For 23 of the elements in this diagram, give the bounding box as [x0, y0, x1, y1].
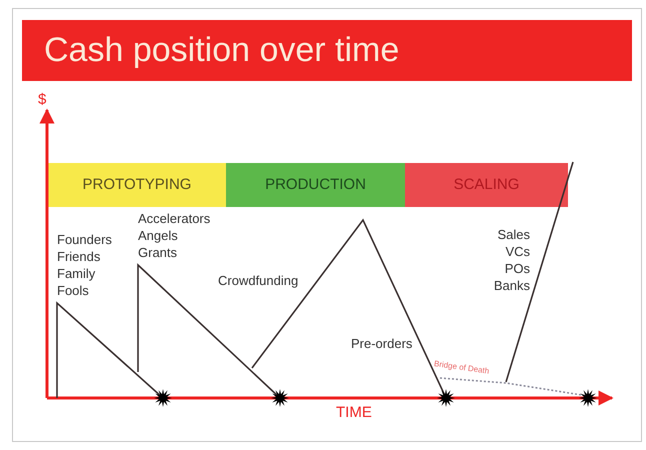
annotation-text: Banks — [494, 278, 530, 294]
annotation-text: Bridge of Death — [432, 358, 490, 378]
phase-band — [226, 163, 405, 207]
annotation-text: Friends — [57, 249, 100, 265]
slide-title: Cash position over time — [44, 30, 400, 70]
annotation-text: Founders — [57, 232, 112, 248]
phase-band — [405, 163, 568, 207]
annotation-text: Angels — [138, 228, 178, 244]
annotation-text: Grants — [138, 245, 178, 261]
phase-label: SCALING — [454, 174, 520, 195]
annotation-text: Crowdfunding — [218, 273, 298, 289]
annotation-text: Family — [57, 266, 96, 282]
axis-label: TIME — [336, 405, 372, 421]
annotation-text: Accelerators — [138, 211, 210, 227]
phase-label: PROTOTYPING — [82, 174, 192, 195]
annotation-text: VCs — [505, 244, 530, 260]
phase-label: PRODUCTION — [265, 174, 366, 195]
phase-band — [48, 163, 226, 207]
annotation-text: Fools — [57, 283, 89, 299]
annotation-text: Sales — [497, 227, 530, 243]
annotation-text: POs — [504, 261, 530, 277]
axis-label: $ — [38, 92, 46, 108]
annotation-text: Pre-orders — [351, 336, 412, 352]
